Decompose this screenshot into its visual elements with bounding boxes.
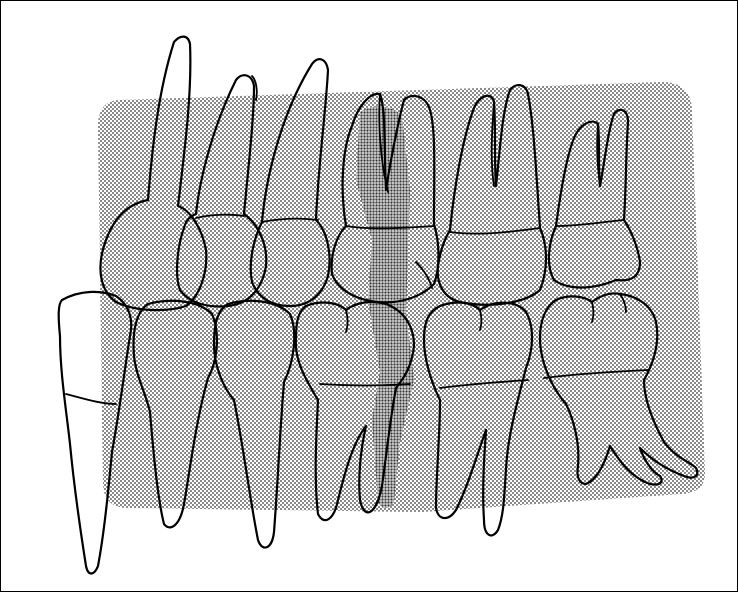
dental-occlusion-illustration bbox=[0, 0, 738, 592]
